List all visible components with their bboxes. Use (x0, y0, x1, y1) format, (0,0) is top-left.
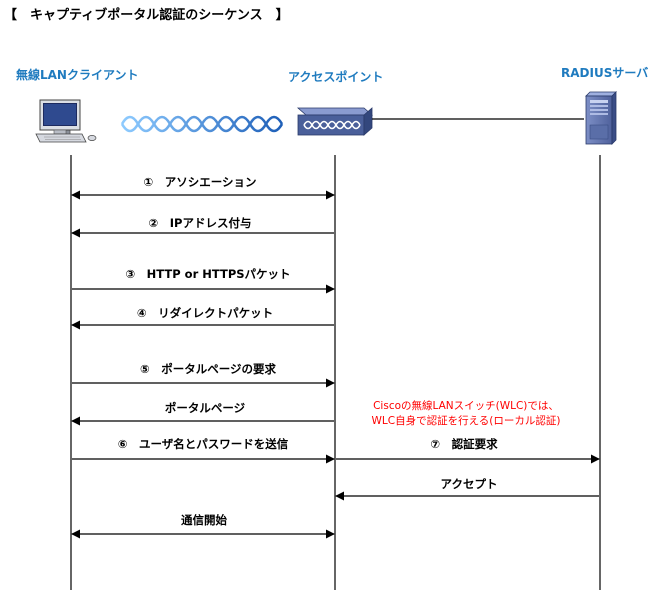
msg-label-accept: アクセプト (441, 477, 498, 491)
wlc-note-line-2: WLC自身で認証を行える(ローカル認証) (372, 414, 561, 427)
client-label: 無線LANクライアント (16, 67, 139, 82)
wlc-note-line-1: Ciscoの無線LANスイッチ(WLC)では、 (373, 399, 559, 412)
msg-label-start-comm: 通信開始 (181, 513, 227, 527)
server-icon (585, 91, 617, 145)
diagram-title: 【 キャプティブポータル認証のシーケンス 】 (4, 7, 289, 23)
msg-label-association: ① アソシエーション (143, 175, 256, 189)
wireless-wave-icon (120, 115, 284, 133)
pc-icon (35, 99, 97, 143)
msg-label-portal-page: ポータルページ (165, 401, 246, 415)
msg-label-ip-assign: ② IPアドレス付与 (149, 216, 252, 230)
ap-label: アクセスポイント (288, 69, 383, 84)
msg-label-redirect-packet: ④ リダイレクトパケット (137, 306, 273, 320)
server-label: RADIUSサーバ (561, 66, 648, 80)
msg-label-http-packet: ③ HTTP or HTTPSパケット (125, 267, 290, 281)
access-point-icon (296, 107, 374, 136)
msg-label-portal-request: ⑤ ポータルページの要求 (140, 362, 277, 376)
msg-label-credentials: ⑥ ユーザ名とパスワードを送信 (118, 437, 289, 451)
msg-label-auth-request: ⑦ 認証要求 (430, 437, 498, 451)
